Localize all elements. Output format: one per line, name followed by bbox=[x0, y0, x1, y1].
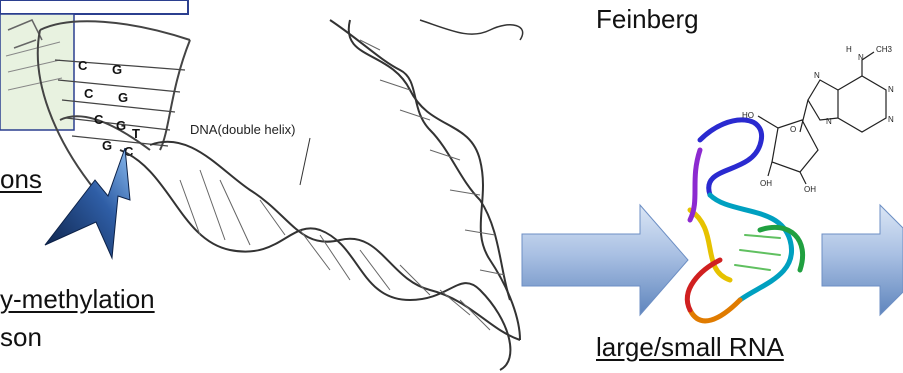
atom-label: H bbox=[846, 45, 852, 54]
feinberg-label: Feinberg bbox=[596, 6, 699, 32]
atom-label: CH3 bbox=[876, 45, 893, 54]
rna-label: large/small RNA bbox=[596, 334, 784, 360]
atom-label: N bbox=[888, 85, 894, 94]
bp-letter: G bbox=[112, 62, 122, 77]
bp-letter: G bbox=[116, 118, 126, 133]
label-leader-line bbox=[300, 138, 310, 185]
atom-label: N bbox=[858, 53, 864, 62]
bp-letter: G bbox=[118, 90, 128, 105]
atom-label: OH bbox=[760, 179, 772, 188]
bp-letter: C bbox=[84, 86, 94, 101]
atom-label: OH bbox=[804, 185, 816, 194]
chemical-structure bbox=[758, 52, 886, 184]
bp-letter: G bbox=[102, 138, 112, 153]
bp-letter: T bbox=[132, 126, 140, 141]
dna-double-helix bbox=[120, 20, 523, 370]
bp-letter: C bbox=[94, 112, 104, 127]
atom-label: O bbox=[790, 125, 796, 134]
atom-label: N bbox=[888, 115, 894, 124]
right-arrow-icon bbox=[822, 205, 903, 315]
son-fragment-label: son bbox=[0, 324, 42, 350]
dna-double-helix-label: DNA(double helix) bbox=[190, 122, 296, 137]
rna-structure bbox=[687, 120, 802, 321]
right-arrow-icon bbox=[522, 205, 688, 315]
atom-label: N bbox=[826, 117, 832, 126]
atom-label: N bbox=[814, 71, 820, 80]
base-pair-letters: C G C G C G G C T bbox=[78, 58, 140, 159]
ons-fragment-label: ons bbox=[0, 166, 42, 192]
methylation-fragment-label: y-methylation bbox=[0, 286, 155, 312]
bp-letter: C bbox=[78, 58, 88, 73]
atom-label: HO bbox=[742, 111, 754, 120]
lightning-bolt-icon bbox=[45, 148, 130, 258]
